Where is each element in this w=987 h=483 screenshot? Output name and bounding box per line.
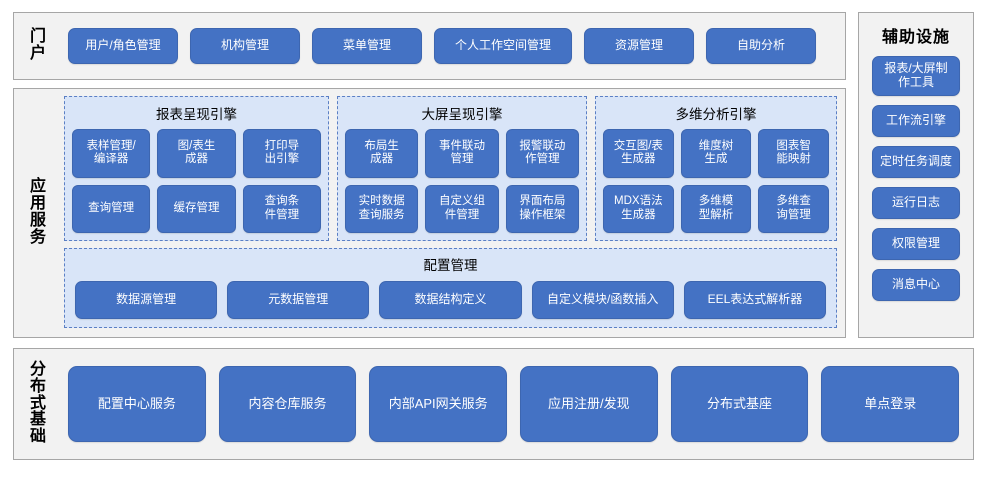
distributed-item-4[interactable]: 分布式基座 bbox=[670, 366, 809, 442]
aux-button-4[interactable]: 权限管理 bbox=[872, 228, 960, 260]
report-engine-grid: 表样管理/ 编译器图/表生 成器打印导 出引擎查询管理缓存管理查询条 件管理 bbox=[72, 129, 321, 233]
report-engine-item-0[interactable]: 表样管理/ 编译器 bbox=[72, 129, 151, 178]
report-engine-panel: 报表呈现引擎 表样管理/ 编译器图/表生 成器打印导 出引擎查询管理缓存管理查询… bbox=[64, 96, 329, 241]
aux-button-0[interactable]: 报表/大屏制 作工具 bbox=[872, 56, 960, 96]
report-engine-item-3[interactable]: 查询管理 bbox=[72, 184, 151, 233]
portal-button-5[interactable]: 自助分析 bbox=[706, 28, 816, 64]
distributed-foundation-list: 配置中心服务内容仓库服务内部API网关服务应用注册/发现分布式基座单点登录 bbox=[62, 349, 973, 459]
report-engine-item-1[interactable]: 图/表生 成器 bbox=[157, 129, 236, 178]
distributed-item-2[interactable]: 内部API网关服务 bbox=[369, 366, 508, 442]
portal-button-2[interactable]: 菜单管理 bbox=[312, 28, 422, 64]
bigscreen-engine-item-3[interactable]: 实时数据 查询服务 bbox=[345, 184, 419, 233]
aux-button-5[interactable]: 消息中心 bbox=[872, 269, 960, 301]
olap-engine-item-4[interactable]: 多维模 型解析 bbox=[680, 184, 752, 233]
config-item-1[interactable]: 元数据管理 bbox=[227, 280, 370, 319]
application-services-body: 报表呈现引擎 表样管理/ 编译器图/表生 成器打印导 出引擎查询管理缓存管理查询… bbox=[62, 89, 845, 337]
report-engine-item-5[interactable]: 查询条 件管理 bbox=[242, 184, 321, 233]
config-item-2[interactable]: 数据结构定义 bbox=[379, 280, 522, 319]
olap-engine-item-3[interactable]: MDX语法 生成器 bbox=[603, 184, 674, 233]
bigscreen-engine-grid: 布局生 成器事件联动 管理报警联动 作管理实时数据 查询服务自定义组 件管理界面… bbox=[345, 129, 579, 233]
bigscreen-engine-title: 大屏呈现引擎 bbox=[421, 107, 503, 122]
aux-button-2[interactable]: 定时任务调度 bbox=[872, 146, 960, 178]
olap-engine-grid: 交互图/表 生成器维度树 生成图表智 能映射 MDX语法 生成器多维模 型解析多维… bbox=[603, 129, 829, 233]
report-engine-title: 报表呈现引擎 bbox=[156, 107, 237, 122]
config-management-title: 配置管理 bbox=[423, 258, 478, 273]
bigscreen-engine-item-0[interactable]: 布局生 成器 bbox=[345, 129, 419, 178]
config-item-4[interactable]: EEL表达式解析器 bbox=[683, 280, 827, 319]
bigscreen-engine-item-1[interactable]: 事件联动 管理 bbox=[425, 129, 499, 178]
portal-button-3[interactable]: 个人工作空间管理 bbox=[434, 28, 572, 64]
portal-button-4[interactable]: 资源管理 bbox=[584, 28, 694, 64]
portal-band: 门 户 用户/角色管理机构管理菜单管理个人工作空间管理资源管理自助分析 bbox=[13, 12, 846, 80]
portal-button-1[interactable]: 机构管理 bbox=[190, 28, 300, 64]
report-engine-item-4[interactable]: 缓存管理 bbox=[157, 184, 236, 233]
aux-facilities-list: 报表/大屏制 作工具工作流引擎定时任务调度运行日志权限管理消息中心 bbox=[859, 56, 973, 309]
distributed-foundation-band: 分 布 式 基 础 配置中心服务内容仓库服务内部API网关服务应用注册/发现分布… bbox=[13, 348, 974, 460]
distributed-item-0[interactable]: 配置中心服务 bbox=[68, 366, 206, 442]
olap-engine-item-1[interactable]: 维度树 生成 bbox=[680, 129, 752, 178]
olap-engine-item-2[interactable]: 图表智 能映射 bbox=[758, 129, 829, 178]
distributed-foundation-label: 分 布 式 基 础 bbox=[29, 360, 46, 446]
distributed-item-1[interactable]: 内容仓库服务 bbox=[218, 366, 357, 442]
aux-facilities-title: 辅助设施 bbox=[881, 29, 950, 46]
bigscreen-engine-panel: 大屏呈现引擎 布局生 成器事件联动 管理报警联动 作管理实时数据 查询服务自定义… bbox=[337, 96, 587, 241]
aux-button-3[interactable]: 运行日志 bbox=[872, 187, 960, 219]
config-item-3[interactable]: 自定义模块/函数插入 bbox=[531, 280, 674, 319]
bigscreen-engine-item-5[interactable]: 界面布局 操作框架 bbox=[505, 184, 579, 233]
aux-facilities-band: 辅助设施 报表/大屏制 作工具工作流引擎定时任务调度运行日志权限管理消息中心 bbox=[858, 12, 974, 338]
distributed-item-3[interactable]: 应用注册/发现 bbox=[520, 366, 658, 442]
config-item-0[interactable]: 数据源管理 bbox=[75, 280, 218, 319]
distributed-item-5[interactable]: 单点登录 bbox=[821, 366, 960, 442]
olap-engine-item-5[interactable]: 多维查 询管理 bbox=[758, 184, 829, 233]
application-services-label: 应 用 服 务 bbox=[29, 178, 46, 246]
bigscreen-engine-item-4[interactable]: 自定义组 件管理 bbox=[425, 184, 499, 233]
portal-button-0[interactable]: 用户/角色管理 bbox=[68, 28, 178, 64]
portal-band-label: 门 户 bbox=[29, 28, 46, 62]
portal-button-list: 用户/角色管理机构管理菜单管理个人工作空间管理资源管理自助分析 bbox=[62, 13, 845, 79]
application-services-band: 应 用 服 务 报表呈现引擎 表样管理/ 编译器图/表生 成器打印导 出引擎查询… bbox=[13, 88, 846, 338]
report-engine-item-2[interactable]: 打印导 出引擎 bbox=[242, 129, 321, 178]
olap-engine-title: 多维分析引擎 bbox=[675, 107, 757, 122]
engines-row: 报表呈现引擎 表样管理/ 编译器图/表生 成器打印导 出引擎查询管理缓存管理查询… bbox=[64, 96, 837, 241]
olap-engine-item-0[interactable]: 交互图/表 生成器 bbox=[603, 129, 674, 178]
bigscreen-engine-item-2[interactable]: 报警联动 作管理 bbox=[505, 129, 579, 178]
aux-button-1[interactable]: 工作流引擎 bbox=[872, 105, 960, 137]
